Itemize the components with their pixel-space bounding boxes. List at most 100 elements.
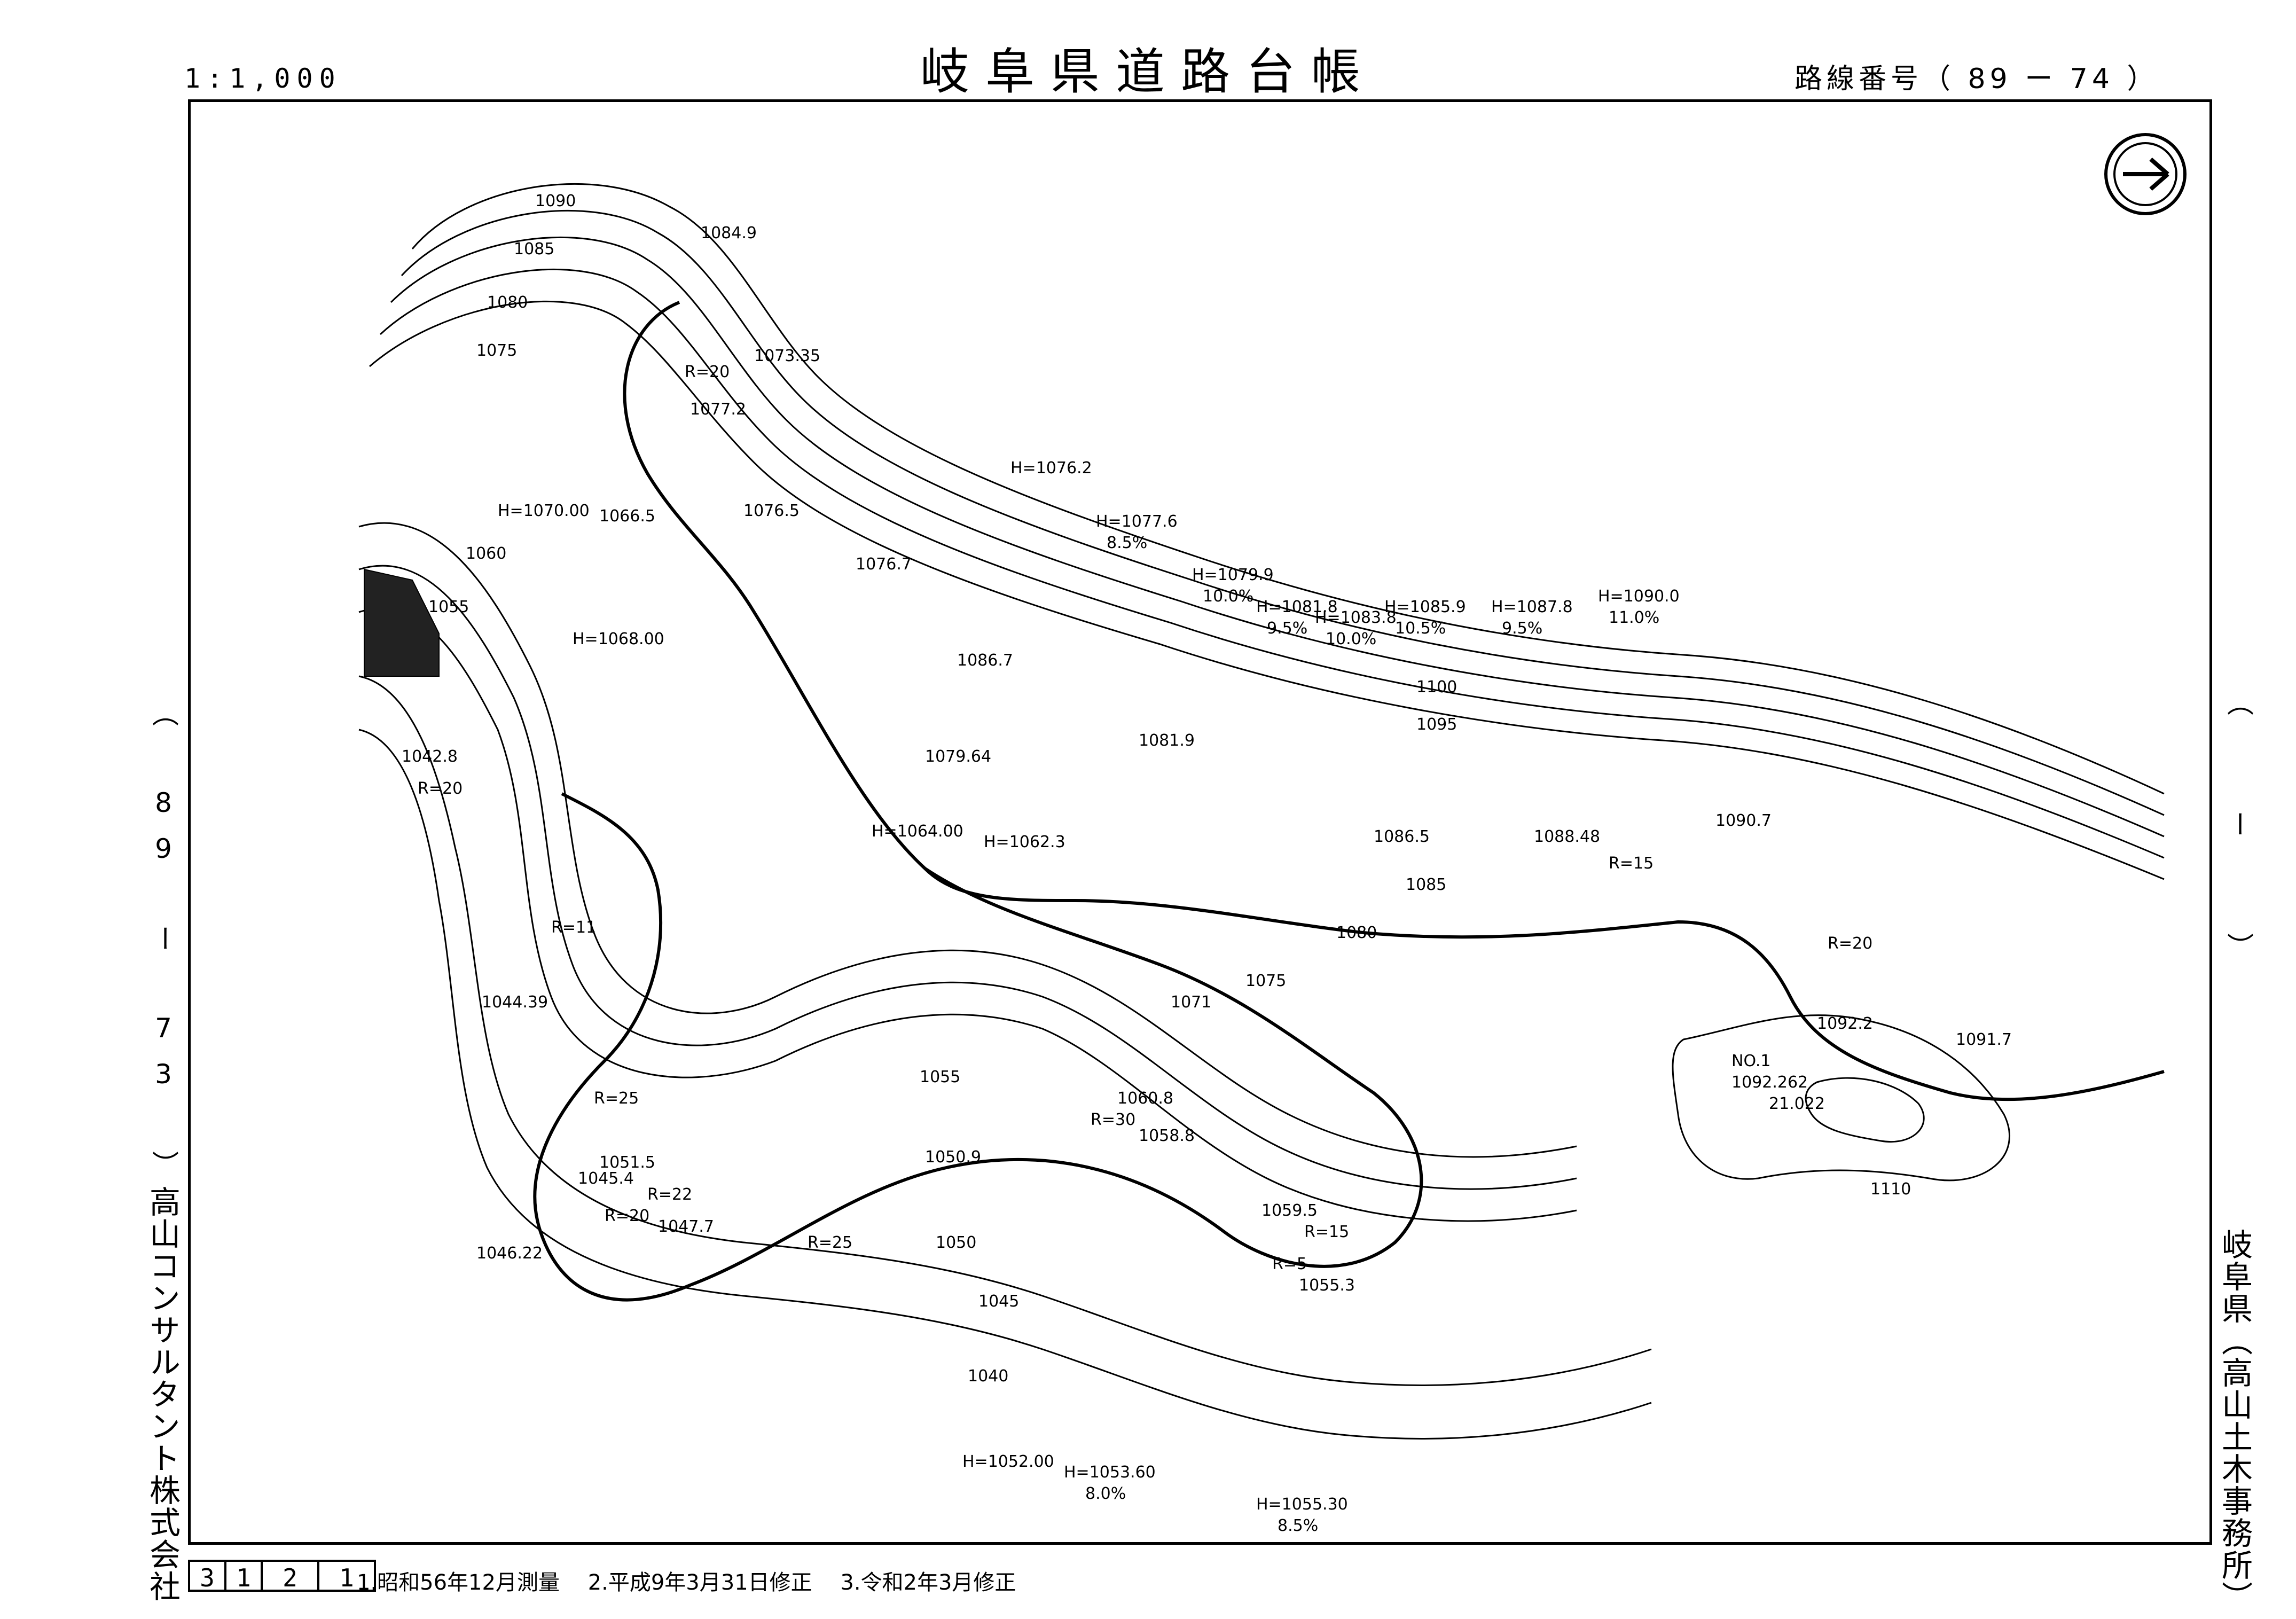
map-title: 岐阜県道路台帳 [920,43,1376,100]
sheet-cell: 3 [188,1560,226,1592]
contour-label: 1075 [476,341,517,360]
contour-line [358,675,1652,1386]
spot-height-label: 1058.8 [1139,1127,1195,1145]
revision-item: 2.平成9年3月31日修正 [587,1570,812,1595]
spot-height-label: 1046.22 [476,1244,543,1263]
curve-radius: R=20 [605,1207,649,1225]
sheet-number: 3 1 2 1 [188,1560,376,1592]
office-name: 岐阜県（高山土木事務所） [2216,1229,2253,1613]
profile-height: H=1081.8 [1256,598,1338,616]
contour-line [401,210,2165,816]
profile-height: H=1079.9 [1192,566,1274,584]
contour-line [411,183,2165,795]
spot-height-label: 1077.2 [690,400,746,419]
adjacent-route-right: （ ー ） [2223,689,2254,991]
spot-height-label: 1076.7 [856,555,912,574]
spot-height-label: 1079.64 [925,747,991,766]
contour-label: 1085 [514,240,554,259]
contour-line [1672,1014,2010,1182]
contour-label: 1095 [1416,715,1457,734]
curve-radius: R=22 [647,1185,692,1204]
profile-height: H=1083.8 [1315,608,1397,627]
contour-label: 1090 [535,192,576,210]
contour-label: 1110 [1870,1180,1911,1199]
contour-label: 1085 [1406,875,1446,894]
profile-height: H=1052.00 [962,1452,1054,1471]
contour-label: 1045 [978,1292,1019,1311]
contour-line [358,729,1652,1440]
spot-height-label: 1086.7 [957,651,1013,670]
contour-label: 1080 [487,293,528,312]
contour-line [358,522,1577,1158]
profile-grade: 11.0% [1609,608,1659,627]
revision-history: 1.昭和56年12月測量 2.平成9年3月31日修正 3.令和2年3月修正 [357,1565,1037,1596]
spot-height-label: 1084.9 [701,224,757,243]
profile-height: H=1070.00 [498,502,590,520]
contour-label: 1055 [920,1068,960,1086]
profile-height: H=1087.8 [1491,598,1573,616]
contour-label: 1050 [936,1233,976,1252]
profile-height: H=1077.6 [1096,512,1178,531]
sheet-cell: 2 [261,1560,319,1592]
spot-height-label: 1045.4 [578,1169,634,1188]
curve-radius: R=20 [685,363,730,381]
spot-height-label: 1060.8 [1117,1089,1173,1108]
sheet-cell: 1 [317,1560,376,1592]
sheet-cell: 1 [224,1560,263,1592]
spot-height-label: 1073.35 [754,347,820,365]
map-frame [188,99,2212,1545]
spot-height-label: 1088.48 [1534,827,1600,846]
profile-grade: 9.5% [1267,619,1307,638]
spot-height-label: 1066.5 [599,507,655,526]
revision-item: 3.令和2年3月修正 [840,1570,1016,1595]
spot-height-label: 1047.7 [658,1217,714,1236]
north-arrow-icon [2104,133,2187,215]
profile-height: H=1085.9 [1384,598,1466,616]
curve-radius: R=30 [1091,1110,1135,1129]
station-value: 1092.262 [1731,1073,1808,1092]
curve-radius: R=20 [1828,934,1872,953]
profile-grade: 8.0% [1085,1484,1126,1503]
scale-label: 1:1,000 [184,63,342,94]
spot-height-label: 1081.9 [1139,731,1195,750]
profile-height: H=1064.00 [872,822,963,841]
curve-radius: R=25 [808,1233,852,1252]
profile-grade: 10.0% [1203,587,1253,606]
contour-label: 1075 [1245,972,1286,990]
profile-height: H=1068.00 [573,630,664,648]
contour-label: 1055 [428,598,469,616]
curve-radius: R=25 [594,1089,639,1108]
contour-line [1805,1077,1925,1143]
contour-label: 1080 [1336,924,1377,942]
spot-height-label: 1051.5 [599,1153,655,1172]
curve-radius: R=11 [551,918,596,937]
spot-height-label: 1092.2 [1817,1014,1873,1033]
profile-grade: 8.5% [1107,534,1147,552]
adjacent-route-left: （ 89 ー 73 ） [148,700,179,1192]
station-label: NO.1 [1731,1052,1770,1070]
profile-height: H=1076.2 [1010,459,1092,478]
profile-height: H=1055.30 [1256,1495,1348,1514]
station-sub: 21.022 [1769,1094,1825,1113]
spot-height-label: 1059.5 [1261,1201,1318,1220]
contour-label: 1040 [968,1367,1008,1386]
road-outline [623,301,2165,1101]
revision-item: 1.昭和56年12月測量 [357,1570,560,1595]
spot-height-label: 1042.8 [402,747,458,766]
profile-grade: 10.0% [1326,630,1376,648]
profile-grade: 8.5% [1278,1516,1318,1535]
road-outline [533,792,1423,1302]
spot-height-label: 1044.39 [482,993,548,1012]
spot-height-label: 1055.3 [1299,1276,1355,1295]
contour-label: 1060 [466,544,506,563]
spot-height-label: 1050.9 [925,1148,981,1167]
building-block [364,568,440,677]
curve-radius: R=15 [1304,1223,1349,1241]
curve-radius: R=20 [418,779,463,798]
spot-height-label: 1091.7 [1956,1030,2012,1049]
spot-height-label: 1076.5 [743,502,800,520]
contour-label: 1100 [1416,678,1457,697]
profile-height: H=1053.60 [1064,1463,1156,1482]
road-map: 1084.9 1073.35 1077.2 1076.5 1066.5 1076… [358,133,2187,1535]
curve-radius: R=15 [1609,854,1654,873]
